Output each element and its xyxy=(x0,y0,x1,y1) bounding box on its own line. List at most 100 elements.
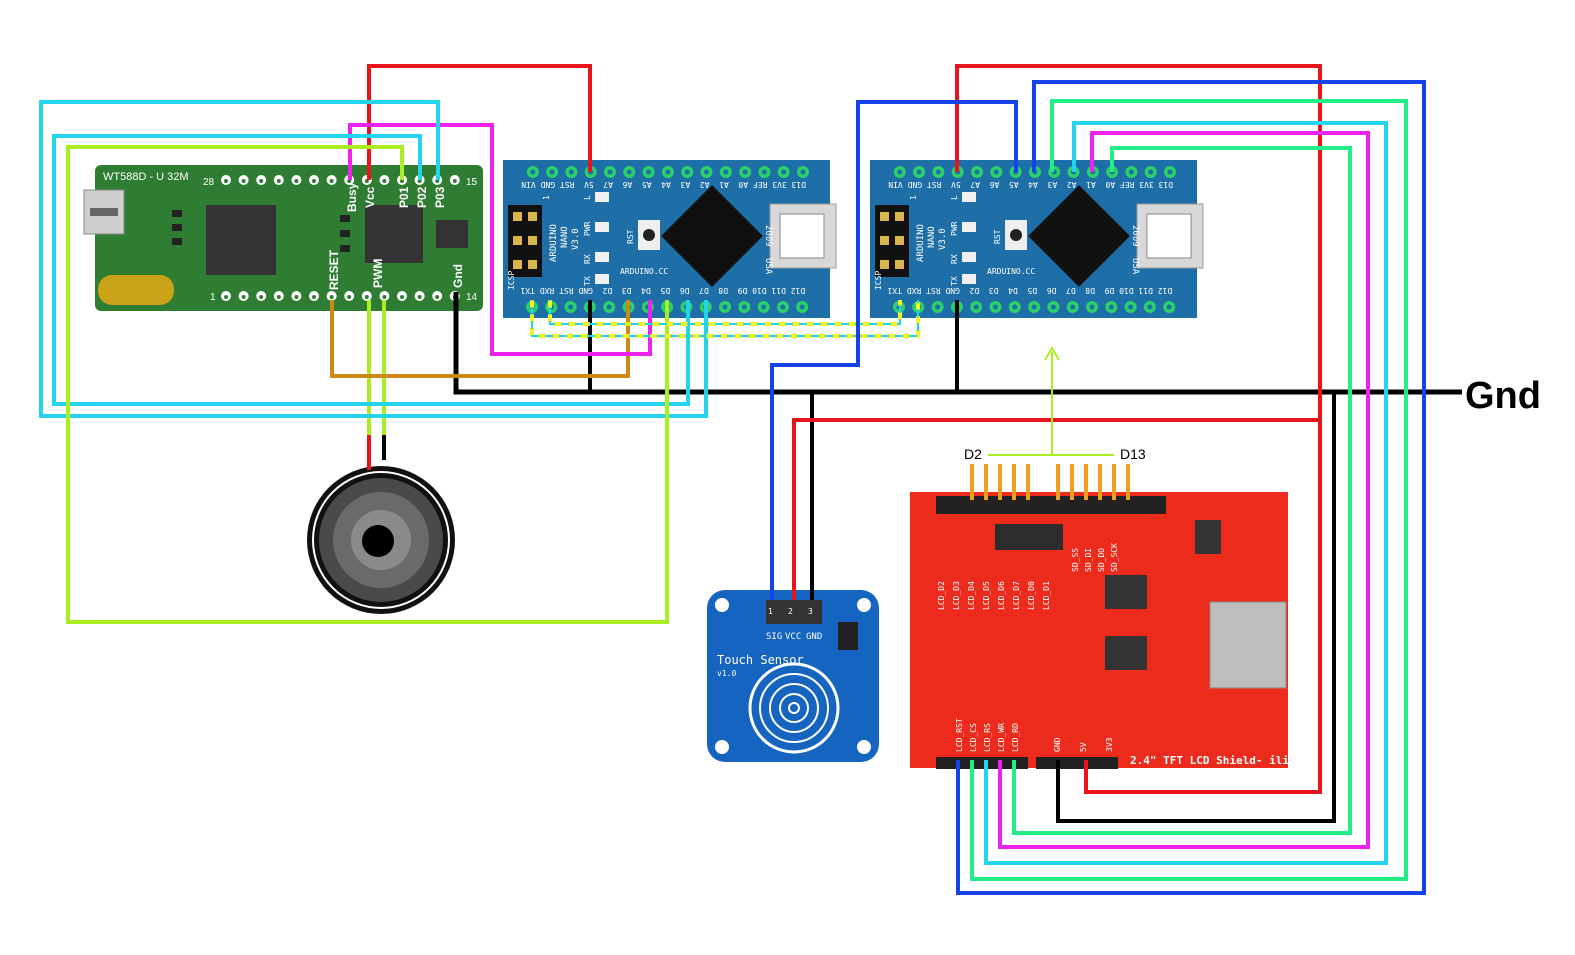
nano-pin-label: D10 xyxy=(752,286,767,295)
d2-label: D2 xyxy=(964,446,982,462)
tft-power-header xyxy=(1036,757,1118,769)
nano-pin-label: GND xyxy=(907,180,922,189)
nano-1-name-line-3: V3.0 xyxy=(571,228,581,250)
nano-1-name-line-1: ARDUINO xyxy=(549,224,559,262)
nano-pin-label: REF xyxy=(1120,180,1135,189)
nano-pin-label: 5V xyxy=(951,180,961,189)
pin-label-reset: RESET xyxy=(327,249,341,290)
nano-pin-label: 5V xyxy=(584,180,594,189)
touch-header xyxy=(766,600,822,624)
nano-pin-label: A7 xyxy=(603,180,613,189)
nano-pin-label: D8 xyxy=(1085,286,1095,295)
nano-pin-label: D2 xyxy=(602,286,612,295)
nano-pin-label: A2 xyxy=(1067,180,1077,189)
nano-2-icsp-label: ICSP xyxy=(874,271,883,290)
tft-name: 2.4" TFT LCD Shield- ili xyxy=(1130,754,1289,767)
tft-data-pin-label: LCD_D4 xyxy=(967,581,976,610)
nano-pin-label: D12 xyxy=(791,286,806,295)
wt588d-board xyxy=(95,165,483,311)
nano-2-bottom-pin-row xyxy=(893,301,1176,313)
tft-buffer-chip-1 xyxy=(1105,575,1147,609)
nano-1-reset-button-icon xyxy=(643,229,655,241)
touch-pin-mark-3: 3 xyxy=(808,607,813,616)
wt588d-title: WT588D - U 32M xyxy=(103,171,189,183)
nano-2-icsp-1: 1 xyxy=(909,195,918,200)
nano-pin-label: 3V3 xyxy=(1139,180,1154,189)
nano-pin-label: D11 xyxy=(1138,286,1153,295)
nano-1-top-pin-row xyxy=(526,166,809,178)
nano-2-usb-slot-icon xyxy=(1146,213,1192,259)
nano-pin-label: RST xyxy=(926,286,941,295)
pin-label-busy: Busy xyxy=(345,182,359,212)
speaker xyxy=(307,466,455,614)
pin-label-p02: P02 xyxy=(415,186,429,208)
tft-data-pin-label: LCD_D5 xyxy=(982,581,991,610)
pin-label-p01: P01 xyxy=(397,186,411,208)
wire-gnd-bus xyxy=(453,292,1462,395)
nano-pin-label: A3 xyxy=(1047,180,1057,189)
wire-lcd-wr xyxy=(998,131,1370,849)
nano-pin-label: A6 xyxy=(622,180,632,189)
mount-hole-icon xyxy=(715,740,729,754)
small-chip xyxy=(436,220,468,248)
tft-flex-connector xyxy=(995,524,1063,550)
touch-ic xyxy=(838,622,858,650)
nano-pin-label: D6 xyxy=(680,286,690,295)
nano-pin-label: D7 xyxy=(699,286,709,295)
nano-1-icsp-1: 1 xyxy=(542,195,551,200)
nano-1-name-line-2: NANO xyxy=(560,226,570,248)
wire-5v-touch-tft xyxy=(792,64,1322,600)
nano-pin-label: A0 xyxy=(738,180,748,189)
nano-pin-label: D6 xyxy=(1047,286,1057,295)
tft-power-pin-label: GND xyxy=(1053,737,1062,752)
nano-2-country: USA xyxy=(1130,258,1140,275)
wire-p03 xyxy=(39,100,708,418)
speaker-cone-icon xyxy=(362,525,394,557)
tft-control-pin-label: LCD_RS xyxy=(983,723,992,752)
tft-data-pin-label: LCD_D0 xyxy=(1027,581,1036,610)
nano-pin-label: A6 xyxy=(989,180,999,189)
wire-p02 xyxy=(52,134,690,406)
mount-hole-icon xyxy=(715,598,729,612)
touch-version: v1.0 xyxy=(717,669,736,678)
tft-sd-card-slot xyxy=(1209,601,1287,689)
nano-pin-label: RST xyxy=(927,180,942,189)
tft-power-pin-label: 3V3 xyxy=(1105,737,1114,752)
nano-pin-label: D2 xyxy=(969,286,979,295)
tft-data-pin-label: LCD_D3 xyxy=(952,581,961,610)
nano-pin-label: A4 xyxy=(1028,180,1038,189)
wire-serial-tx xyxy=(530,300,920,338)
nano-pin-label: RST xyxy=(559,286,574,295)
nano-2-site: ARDUINO.CC xyxy=(987,267,1035,276)
nano-pin-label: D13 xyxy=(791,180,806,189)
data-bus-arrow-icon xyxy=(1044,346,1060,361)
nano-pin-label: A4 xyxy=(661,180,671,189)
nano-1-led-pwr: PWR xyxy=(583,221,592,236)
nano-pin-label: TX1 xyxy=(887,286,902,295)
nano-1-led-l: L xyxy=(583,195,592,200)
smd-components xyxy=(172,210,350,252)
touch-pad-icon xyxy=(748,662,840,754)
nano-2-year: 2009 xyxy=(1130,225,1140,247)
nano-pin-label: D11 xyxy=(771,286,786,295)
tft-control-pin-label: LCD_RD xyxy=(1011,723,1020,752)
nano-2-led-tx: TX xyxy=(950,276,959,286)
usb-slot-icon xyxy=(90,208,118,216)
nano-pin-label: TX1 xyxy=(520,286,535,295)
tft-data-pins xyxy=(970,464,1130,500)
tft-sd-pin-label: SD_SCK xyxy=(1110,543,1119,572)
wt588d-module: WT588D - U 32M 28 15 1 14 Busy Vcc P01 P… xyxy=(83,165,483,311)
nano-pin-label: RST xyxy=(560,180,575,189)
touch-pin-gnd: GND xyxy=(806,632,822,642)
nano-pin-label: D4 xyxy=(1008,286,1018,295)
wire-p01 xyxy=(66,145,669,624)
pin-number-14: 14 xyxy=(466,292,478,303)
tft-control-pin-label: LCD_RST xyxy=(955,718,964,752)
nano-pin-label: RXD xyxy=(907,286,922,295)
